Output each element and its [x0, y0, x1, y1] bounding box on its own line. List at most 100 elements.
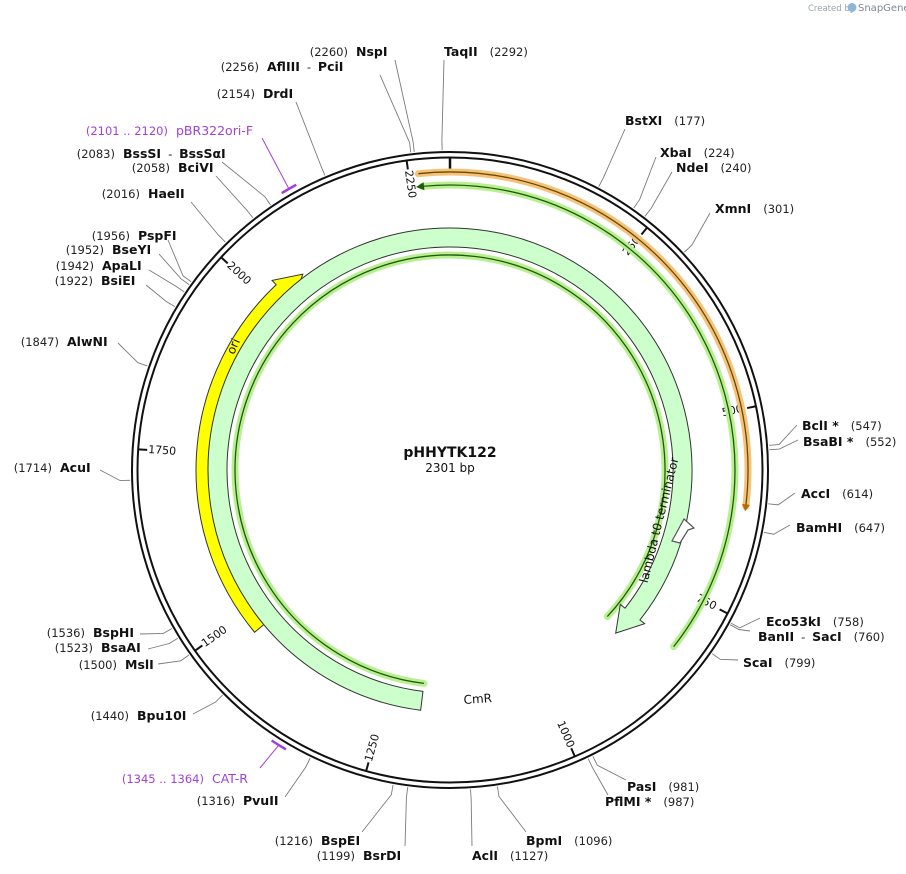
site-name: BclI *: [802, 418, 839, 433]
scale-tick: [719, 608, 729, 615]
site-name: BciVI: [178, 160, 214, 175]
site-position: (1199): [317, 849, 355, 863]
restriction-site[interactable]: BclI * (547): [802, 418, 882, 433]
primer-connector-line: [259, 745, 279, 769]
site-name: ScaI: [743, 655, 773, 670]
restriction-site[interactable]: PvuII(1316): [197, 793, 279, 808]
restriction-site[interactable]: PflMI *(987): [605, 794, 694, 809]
site-name-separator: -: [168, 147, 172, 161]
site-position: (1216): [275, 834, 313, 848]
site-position: (224): [704, 146, 735, 160]
site-connector-line: [139, 628, 173, 635]
snapgene-brand-name: SnapGene: [858, 3, 906, 14]
site-position: (1500): [79, 658, 117, 672]
site-name: PspFI: [138, 228, 177, 243]
restriction-site[interactable]: AcuI (1714): [14, 460, 91, 475]
green-arrow-head-icon: [416, 182, 425, 191]
restriction-site[interactable]: AflIII(2256)-PciI: [221, 59, 344, 74]
site-position: (1714): [14, 461, 52, 475]
site-name: BamHI: [796, 520, 842, 535]
scale-tick: [746, 405, 757, 410]
restriction-site[interactable]: BamHI(647): [796, 520, 885, 535]
site-name: BstXI: [625, 113, 662, 128]
restriction-site[interactable]: Bpu10I(1440): [91, 708, 187, 723]
green-strand-line-inner: [234, 254, 666, 685]
restriction-site[interactable]: BsaBI *(552): [803, 434, 896, 449]
restriction-site[interactable]: TaqII(2292): [444, 44, 528, 59]
site-name: BsrDI: [363, 848, 401, 863]
site-position: (240): [721, 161, 752, 175]
feature-cmr-shape: [207, 227, 693, 711]
restriction-site[interactable]: BspHI (1536): [47, 625, 134, 640]
scale-tick: [640, 226, 648, 236]
site-name: AccI: [801, 486, 830, 501]
restriction-site[interactable]: BsrDI (1199): [317, 848, 401, 863]
feature-label-ori: ori: [224, 336, 243, 356]
site-name: BspHI: [93, 625, 134, 640]
restriction-site[interactable]: MslI(1500): [79, 657, 154, 672]
scale-tick-label: 1000: [554, 719, 577, 750]
site-position: (1536): [47, 626, 85, 640]
site-name: DrdI: [263, 86, 293, 101]
restriction-site[interactable]: PasI(981): [627, 779, 699, 794]
site-connector-line: [497, 786, 527, 833]
site-position: (799): [785, 656, 816, 670]
restriction-site[interactable]: Eco53kI(758): [766, 614, 864, 629]
site-connector-line: [167, 239, 192, 283]
site-name: AlwNI: [67, 334, 108, 349]
site-connector-line: [633, 156, 657, 209]
restriction-site[interactable]: AccI(614): [801, 486, 873, 501]
site-connector-line: [147, 637, 179, 650]
site-name: PvuII: [243, 793, 279, 808]
scale-tick: [220, 256, 229, 265]
restriction-site[interactable]: XbaI (224): [660, 145, 735, 160]
scale-tick-label: 2000: [224, 259, 253, 288]
primer-bar: [270, 739, 287, 751]
site-connector-line: [190, 201, 226, 243]
site-connector-line: [394, 59, 415, 153]
site-connector-line: [711, 653, 739, 661]
site-position: (547): [851, 419, 882, 433]
site-connector-line: [284, 757, 311, 798]
restriction-site[interactable]: AlwNI(1847): [21, 334, 108, 349]
restriction-site[interactable]: BseYI(1952): [66, 242, 151, 257]
site-name: AcuI: [60, 460, 91, 475]
scale-tick: [405, 160, 409, 170]
orange-strand-line: [418, 171, 749, 507]
restriction-site[interactable]: HaeII(2016): [102, 186, 185, 201]
restriction-site[interactable]: NdeI(240): [676, 160, 751, 175]
restriction-site[interactable]: AclI(1127): [472, 848, 548, 863]
restriction-site[interactable]: BssSI(2083)-BssSαI: [77, 146, 226, 161]
restriction-site[interactable]: BspEI(1216): [275, 833, 360, 848]
site-position: (552): [865, 435, 896, 449]
site-connector-line: [148, 269, 185, 293]
site-position: (1523): [55, 641, 93, 655]
restriction-site[interactable]: DrdI (2154): [217, 86, 293, 101]
restriction-site[interactable]: ScaI (799): [743, 655, 815, 670]
primer-site[interactable]: pBR322ori-F(2101 .. 2120): [86, 123, 297, 195]
feature-cmr[interactable]: [207, 227, 693, 711]
site-position: (2154): [217, 87, 255, 101]
site-name: XbaI: [660, 145, 692, 160]
site-name: ApaLI: [102, 258, 142, 273]
restriction-site[interactable]: PspFI(1956): [92, 228, 177, 243]
site-position: (2256): [221, 60, 259, 74]
primer-site[interactable]: CAT-R(1345 .. 1364): [122, 739, 287, 786]
restriction-site[interactable]: BstXI(177): [625, 113, 705, 128]
restriction-site[interactable]: BanII-SacI(760): [758, 629, 885, 644]
primer-name: CAT-R: [212, 771, 248, 786]
restriction-site[interactable]: BpmI(1096): [526, 833, 612, 848]
orange-arrow-head-icon: [742, 503, 750, 512]
restriction-site[interactable]: BsiEI(1922): [55, 273, 136, 288]
created-by-text: Created by: [808, 4, 855, 14]
backbone-outer-ring: [131, 151, 769, 789]
restriction-site[interactable]: BciVI(2058): [132, 160, 214, 175]
restriction-site[interactable]: BsaAI(1523): [55, 640, 141, 655]
site-connector-line: [215, 175, 254, 219]
restriction-site[interactable]: ApaLI(1942): [56, 258, 142, 273]
scale-tick: [570, 747, 576, 757]
feature-lambda-t0-terminator[interactable]: [671, 518, 696, 544]
restriction-site[interactable]: NspI(2260): [310, 44, 388, 59]
restriction-site[interactable]: XmnI(301): [715, 201, 794, 216]
